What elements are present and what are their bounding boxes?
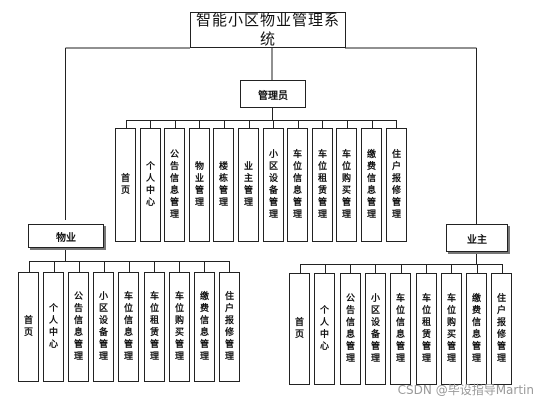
admin-module-box: 小区设备管理 [263,128,284,242]
role-admin: 管理员 [240,80,306,108]
owner-module-label: 首页 [294,318,304,340]
admin-module-label: 楼栋管理 [218,162,228,208]
admin-module-box: 物业管理 [189,128,210,242]
property-module-label: 缴费信息管理 [199,292,209,362]
admin-module-label: 公告信息管理 [169,150,179,220]
owner-module-label: 缴费信息管理 [471,294,481,364]
property-module-label: 小区设备管理 [98,292,108,362]
property-module-label: 公告信息管理 [73,292,83,362]
property-module-box: 缴费信息管理 [194,272,215,382]
property-module-box: 住户报修管理 [219,272,240,382]
admin-module-box: 个人中心 [140,128,161,242]
owner-module-label: 车位信息管理 [395,294,405,364]
owner-module-box: 首页 [289,273,310,385]
admin-module-label: 车位信息管理 [292,150,302,220]
property-module-label: 车位信息管理 [123,292,133,362]
admin-module-label: 物业管理 [194,162,204,208]
owner-module-label: 公告信息管理 [345,294,355,364]
admin-module-label: 个人中心 [145,162,155,208]
role-property-label: 物业 [56,232,76,244]
owner-module-box: 车位信息管理 [390,273,411,385]
admin-module-box: 业主管理 [238,128,259,242]
property-module-label: 车位租赁管理 [149,292,159,362]
role-property: 物业 [28,224,104,248]
property-module-label: 车位购买管理 [174,292,184,362]
property-module-box: 小区设备管理 [93,272,114,382]
property-module-box: 车位租赁管理 [144,272,165,382]
property-module-box: 车位购买管理 [169,272,190,382]
admin-module-box: 缴费信息管理 [361,128,382,242]
owner-module-label: 住户报修管理 [496,294,506,364]
system-title: 智能小区物业管理系统 [190,11,346,48]
admin-module-box: 首页 [115,128,136,242]
admin-module-label: 业主管理 [243,162,253,208]
admin-module-box: 车位信息管理 [287,128,308,242]
admin-module-box: 车位租赁管理 [312,128,333,242]
admin-module-box: 公告信息管理 [164,128,185,242]
owner-module-label: 个人中心 [319,306,329,352]
role-owner-label: 业主 [467,234,487,246]
owner-module-box: 缴费信息管理 [466,273,487,385]
property-module-box: 车位信息管理 [118,272,139,382]
role-owner: 业主 [446,224,508,252]
admin-module-label: 车位租赁管理 [317,150,327,220]
csdn-watermark: CSDN @毕设指导Martin [397,383,534,397]
admin-module-box: 住户报修管理 [386,128,407,242]
owner-module-box: 小区设备管理 [365,273,386,385]
role-admin-label: 管理员 [258,90,288,102]
admin-module-box: 车位购买管理 [336,128,357,242]
property-module-label: 个人中心 [48,304,58,350]
admin-module-label: 车位购买管理 [341,150,351,220]
owner-module-box: 个人中心 [314,273,335,385]
owner-module-box: 公告信息管理 [340,273,361,385]
property-module-label: 住户报修管理 [224,292,234,362]
owner-module-label: 车位租赁管理 [421,294,431,364]
admin-module-box: 楼栋管理 [213,128,234,242]
property-module-box: 首页 [18,272,39,382]
admin-module-label: 缴费信息管理 [366,150,376,220]
admin-module-label: 住户报修管理 [391,150,401,220]
system-title-text: 智能小区物业管理系统 [195,11,340,48]
owner-module-box: 车位购买管理 [441,273,462,385]
property-module-label: 首页 [23,316,33,338]
owner-module-box: 车位租赁管理 [416,273,437,385]
owner-module-label: 小区设备管理 [370,294,380,364]
owner-module-label: 车位购买管理 [446,294,456,364]
property-module-box: 个人中心 [43,272,64,382]
admin-module-label: 首页 [120,174,130,196]
admin-module-label: 小区设备管理 [268,150,278,220]
property-module-box: 公告信息管理 [68,272,89,382]
owner-module-box: 住户报修管理 [491,273,512,385]
